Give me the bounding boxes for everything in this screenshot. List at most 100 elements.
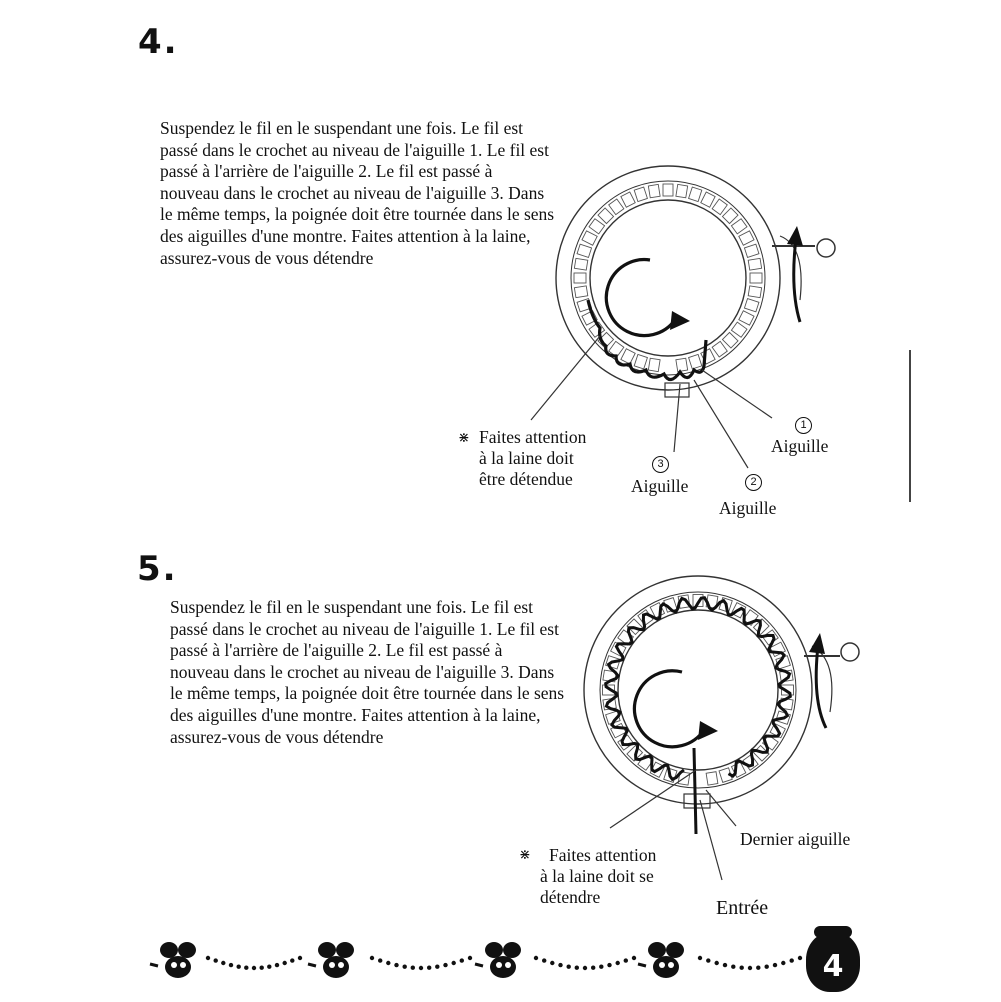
clockwise-arrow-icon [604, 257, 677, 338]
trail-dot [244, 965, 249, 970]
bee-icon [149, 942, 196, 978]
trail-dot [427, 965, 432, 970]
trail-dot [205, 955, 211, 961]
loom-peg [620, 348, 636, 365]
loom-peg [747, 257, 763, 271]
loom-peg [711, 340, 728, 358]
loom-peg [752, 618, 770, 636]
loom-peg [738, 230, 755, 246]
trail-dot [402, 964, 407, 969]
loom-peg [752, 744, 770, 762]
loom-peg [781, 684, 794, 696]
trail-dot [781, 960, 786, 966]
trail-dot [282, 960, 287, 966]
loom-peg [608, 340, 625, 358]
trail-dot [443, 962, 448, 968]
trail-dot [451, 960, 456, 966]
loom-peg [626, 618, 644, 636]
loom-peg [573, 272, 587, 284]
needle-2-number: 2 [745, 474, 762, 491]
loom-peg [602, 684, 615, 696]
loom-peg [675, 357, 689, 373]
trail-dot [731, 964, 736, 969]
yarn-path-step-4 [586, 299, 708, 382]
step-5-instructions: Suspendez le fil en le suspendant une fo… [170, 597, 565, 747]
loom-peg [688, 186, 703, 203]
trail-dot [386, 960, 391, 966]
trail-dot [418, 965, 424, 971]
clockwise-arrow-icon-5 [632, 669, 706, 749]
trail-dot [550, 960, 555, 966]
trail-dot [467, 955, 473, 961]
needle-3-number: 3 [652, 456, 669, 473]
trail-dot [213, 958, 218, 963]
loom-peg [743, 298, 760, 313]
bee-icon [637, 942, 684, 978]
trail-dot [297, 955, 303, 961]
loom-peg [633, 353, 648, 370]
trail-dot [221, 960, 226, 966]
loom-peg [597, 331, 615, 349]
loom-step-4 [555, 165, 836, 398]
trail-dot [714, 960, 719, 966]
loom-peg [677, 771, 691, 786]
trail-dot [251, 965, 257, 971]
loom-peg [608, 198, 625, 216]
trail-dot [542, 958, 547, 963]
trail-dot [259, 965, 264, 970]
trail-dot [697, 955, 703, 961]
loom-peg [730, 321, 748, 338]
trail-dot [764, 964, 769, 969]
trail-dot [290, 958, 295, 963]
trail-dot [615, 960, 620, 966]
loom-peg [675, 183, 689, 199]
yarn-path-step-5 [604, 596, 792, 782]
loom-peg [620, 191, 636, 208]
entry-label: Entrée [716, 897, 769, 919]
trail-dot [533, 955, 539, 961]
trail-dot [435, 964, 440, 969]
loom-peg [581, 230, 598, 246]
trail-dot [410, 965, 415, 970]
margin-rule [909, 350, 911, 502]
loom-peg [647, 357, 661, 373]
trail-dot [631, 955, 637, 961]
trail-dot [739, 965, 744, 970]
loom-peg [688, 353, 703, 370]
step-4-instructions: Suspendez le fil en le suspendant une fo… [160, 118, 555, 268]
trail-dot [394, 962, 399, 968]
trail-dot [267, 964, 272, 969]
needle-3-label: Aiguille [631, 476, 689, 496]
knitting-loom-diagram-step-4 [530, 165, 836, 469]
trail-dot [706, 958, 711, 963]
trail-dot [378, 958, 383, 963]
loom-peg [743, 243, 760, 258]
note-asterism-icon-5: ⋇ [519, 847, 531, 863]
trail-dot [789, 958, 794, 963]
loom-peg [711, 198, 728, 216]
crank-arrow-icon-5 [814, 645, 828, 729]
loom-peg [626, 744, 644, 762]
loom-peg [647, 183, 661, 199]
trail-dot [797, 955, 803, 961]
loom-peg [633, 186, 648, 203]
loom-peg [730, 218, 748, 235]
trail-dot [591, 965, 596, 970]
bee-icon [474, 942, 521, 978]
loom-peg [721, 331, 739, 349]
step-4-note: Faites attention à la laine doit être dé… [479, 427, 587, 489]
needle-1-number: 1 [795, 417, 812, 434]
trail-dot [722, 962, 728, 968]
loom-peg [573, 257, 589, 271]
loom-peg [662, 183, 674, 197]
loom-peg [738, 310, 755, 326]
trail-dot [747, 965, 753, 971]
trail-dot [582, 965, 588, 971]
page-number-badge: 4 [806, 926, 860, 992]
loom-peg [705, 771, 719, 786]
trail-dot [756, 965, 761, 970]
loom-peg [597, 207, 615, 225]
bee-icon [307, 942, 354, 978]
